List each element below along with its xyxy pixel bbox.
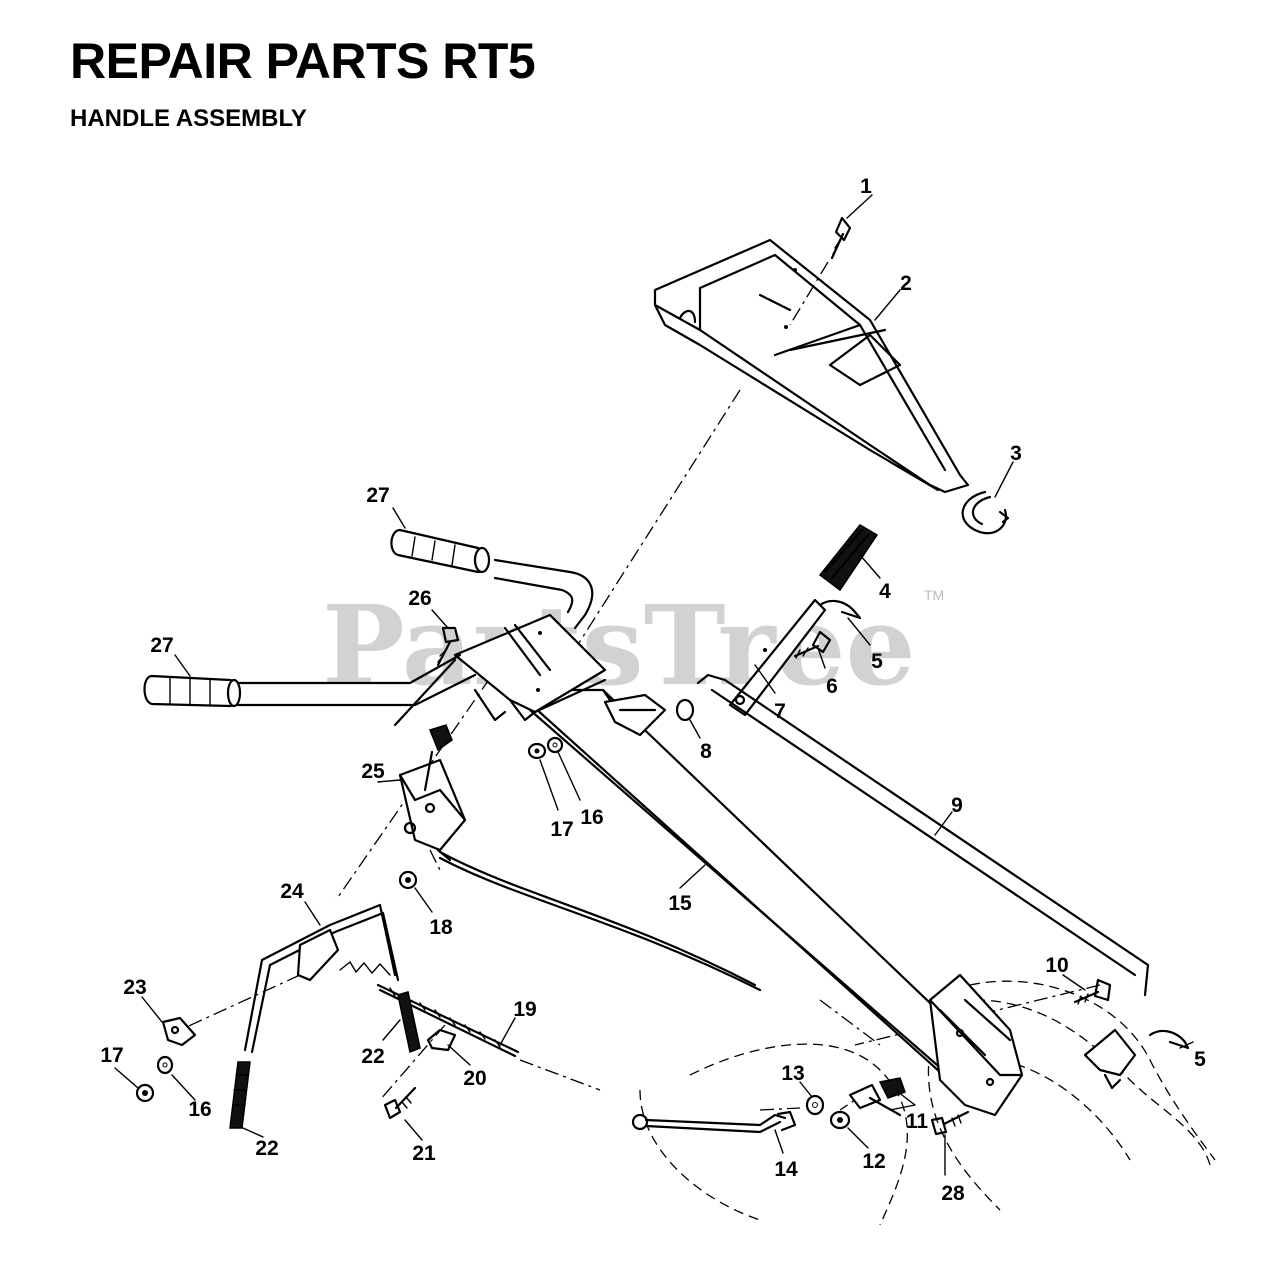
- callout-28: 28: [941, 1182, 965, 1205]
- control-bracket-part-25: [398, 724, 467, 862]
- callout-22-upper: 22: [361, 1045, 384, 1068]
- washer-part-16-lower: [156, 1055, 174, 1075]
- callout-12: 12: [862, 1150, 885, 1173]
- callout-10: 10: [1045, 954, 1068, 977]
- callout-18: 18: [429, 916, 453, 939]
- callout-3: 3: [1010, 442, 1022, 465]
- callout-8: 8: [700, 740, 712, 763]
- nut-part-17-lower: [135, 1083, 155, 1103]
- callout-7: 7: [774, 700, 786, 723]
- spring: [339, 960, 391, 976]
- callout-9: 9: [951, 794, 963, 817]
- callout-19: 19: [513, 998, 536, 1021]
- washer-part-16-upper: [546, 736, 564, 754]
- callout-5-lower: 5: [1194, 1048, 1206, 1071]
- bushing-part-8: [675, 698, 695, 722]
- washer-part-13: [805, 1094, 825, 1116]
- handle-base-bracket: [928, 973, 1024, 1117]
- bolt-part-6: [793, 630, 832, 659]
- callout-11: 11: [906, 1110, 929, 1133]
- hairpin-clip-part-5-upper: [818, 599, 862, 620]
- callout-22-lower: 22: [255, 1137, 278, 1160]
- screw-part-1: [789, 216, 852, 326]
- clutch-bail-part-24: [243, 903, 400, 1054]
- callout-6: 6: [826, 675, 838, 698]
- clip-part-20: [426, 1028, 457, 1052]
- callout-21: 21: [412, 1142, 436, 1165]
- handle-tube-part-15: [513, 688, 1002, 1092]
- bolt-part-21: [383, 1086, 417, 1120]
- shift-lever-part-14: [631, 1110, 797, 1134]
- hairpin-clip-part-5-lower: [1148, 1029, 1190, 1050]
- callout-16-lower: 16: [188, 1098, 211, 1121]
- callout-17-lower: 17: [100, 1044, 123, 1067]
- nut-part-18: [398, 870, 418, 890]
- lever-part-7: [728, 598, 827, 717]
- lever-grip-part-4: [818, 524, 879, 592]
- callout-2: 2: [900, 272, 912, 295]
- bolt-part-28: [930, 1110, 970, 1136]
- bolt-part-26: [436, 626, 460, 667]
- leader-lines: [114, 194, 1194, 1176]
- nut-part-17-upper: [527, 742, 547, 760]
- handle-top-plate: [453, 613, 607, 722]
- pin-part-22-upper: [397, 991, 421, 1054]
- bracket-part-23: [161, 1016, 197, 1047]
- grip-part-27-upper: [390, 528, 491, 574]
- control-rod-part-9: [696, 673, 1150, 997]
- callout-16-upper: 16: [580, 806, 603, 829]
- callout-5-upper: 5: [871, 650, 883, 673]
- callout-27-lower: 27: [150, 634, 173, 657]
- callout-26: 26: [408, 587, 431, 610]
- callout-24: 24: [280, 880, 304, 903]
- watermark-trademark: TM: [924, 587, 944, 603]
- knob-part-11: [848, 1077, 906, 1117]
- bolt-part-10: [1073, 978, 1112, 1005]
- handlebar: [236, 558, 594, 727]
- callout-1: 1: [860, 175, 872, 198]
- pin-part-22-lower: [229, 1061, 251, 1129]
- callout-13: 13: [781, 1062, 804, 1085]
- callout-15: 15: [668, 892, 692, 915]
- page-subtitle: HANDLE ASSEMBLY: [70, 105, 307, 132]
- callout-4: 4: [879, 580, 891, 603]
- callout-14: 14: [774, 1158, 798, 1181]
- callout-20: 20: [463, 1067, 486, 1090]
- page-title: REPAIR PARTS RT5: [70, 33, 536, 89]
- linkage: [1083, 1028, 1137, 1090]
- callout-27-upper: 27: [366, 484, 389, 507]
- callout-25: 25: [361, 760, 385, 783]
- callout-23: 23: [123, 976, 146, 999]
- nut-part-12: [829, 1110, 851, 1130]
- callout-17-upper: 17: [550, 818, 573, 841]
- grip-part-27-lower: [143, 674, 242, 708]
- control-cable: [438, 850, 762, 992]
- callout-labels: 1 2 3 4 5 5 6 7 8 9 10 11 12 13 14 15 16…: [100, 175, 1206, 1205]
- control-panel-cover: [653, 238, 970, 494]
- retaining-ring-part-3: [961, 490, 1010, 535]
